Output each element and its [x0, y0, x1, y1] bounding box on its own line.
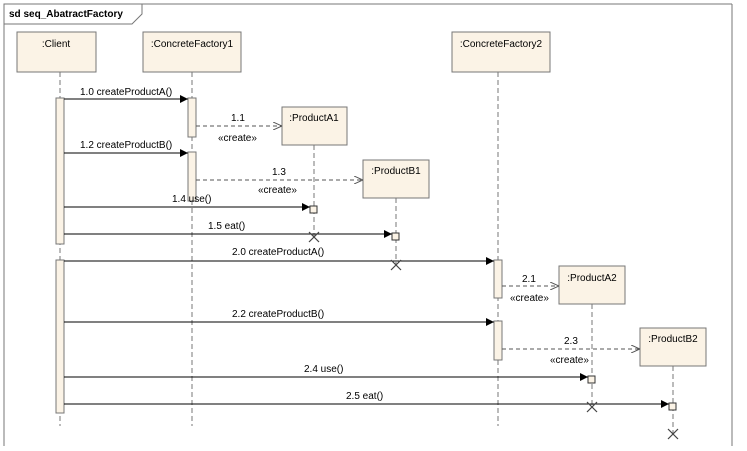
message-1-5[interactable]: 1.5 eat() [64, 221, 392, 238]
message-2-3[interactable]: 2.3 «create» [502, 336, 640, 366]
destroy-product-a2 [586, 401, 598, 413]
lifeline-factory1-label: :ConcreteFactory1 [151, 39, 234, 50]
lifeline-product-a1[interactable]: :ProductA1 [281, 106, 348, 146]
message-1-4[interactable]: 1.4 use() [64, 194, 310, 211]
message-2-1-stereotype: «create» [510, 293, 549, 304]
activation-factory2-1 [493, 259, 503, 299]
lifeline-product-a1-label: :ProductA1 [289, 113, 339, 124]
lifeline-product-b2[interactable]: :ProductB2 [639, 327, 707, 367]
message-2-3-label: 2.3 [564, 336, 578, 347]
activation-client-2 [55, 259, 65, 414]
message-1-1-stereotype: «create» [218, 133, 257, 144]
lifeline-product-b1-label: :ProductB1 [371, 166, 421, 177]
message-2-0[interactable]: 2.0 createProductA() [64, 247, 494, 265]
lifeline-client[interactable]: :Client [16, 31, 97, 73]
message-2-4[interactable]: 2.4 use() [64, 364, 588, 381]
message-2-1[interactable]: 2.1 «create» [502, 274, 559, 304]
message-2-5-label: 2.5 eat() [346, 391, 383, 402]
frame-title: sd seq_AbatractFactory [9, 9, 123, 20]
frame-title-tab [3, 3, 143, 25]
destroy-product-b2 [667, 428, 679, 440]
message-1-3[interactable]: 1.3 «create» [196, 167, 363, 196]
message-1-2-label: 1.2 createProductB() [80, 140, 172, 151]
message-1-4-label: 1.4 use() [172, 194, 211, 205]
lifeline-product-b2-label: :ProductB2 [648, 334, 698, 345]
activation-client-1 [55, 97, 65, 245]
message-1-1[interactable]: 1.1 «create» [196, 113, 282, 144]
message-1-0[interactable]: 1.0 createProductA() [64, 87, 188, 103]
message-2-3-stereotype: «create» [550, 355, 589, 366]
lifeline-factory2[interactable]: :ConcreteFactory2 [451, 31, 551, 73]
message-2-1-label: 2.1 [522, 274, 536, 285]
message-2-0-label: 2.0 createProductA() [232, 247, 324, 258]
diagram-frame: sd seq_AbatractFactory [3, 3, 733, 446]
message-1-3-label: 1.3 [272, 167, 286, 178]
activation-product-a1 [309, 205, 318, 214]
lifeline-product-a2[interactable]: :ProductA2 [558, 265, 626, 305]
lifeline-client-label: :Client [42, 39, 71, 50]
message-2-5[interactable]: 2.5 eat() [64, 391, 669, 408]
message-2-2[interactable]: 2.2 createProductB() [64, 309, 494, 326]
activation-product-b2 [668, 402, 677, 411]
activation-factory2-2 [493, 320, 503, 361]
activation-product-b1 [391, 232, 400, 241]
destroy-product-b1 [390, 259, 402, 271]
message-1-1-label: 1.1 [231, 113, 245, 124]
lifeline-factory2-label: :ConcreteFactory2 [460, 39, 543, 50]
lifeline-product-a2-label: :ProductA2 [567, 273, 617, 284]
message-1-3-stereotype: «create» [258, 185, 297, 196]
message-2-4-label: 2.4 use() [304, 364, 343, 375]
message-1-0-label: 1.0 createProductA() [80, 87, 172, 98]
message-1-5-label: 1.5 eat() [208, 221, 245, 232]
activation-factory1-1 [187, 97, 197, 138]
activation-factory1-2 [187, 151, 197, 202]
activation-product-a2 [587, 375, 596, 384]
lifeline-factory1[interactable]: :ConcreteFactory1 [142, 31, 242, 73]
message-1-2[interactable]: 1.2 createProductB() [64, 140, 188, 157]
message-2-2-label: 2.2 createProductB() [232, 309, 324, 320]
lifeline-product-b1[interactable]: :ProductB1 [362, 159, 430, 199]
destroy-product-a1 [308, 231, 320, 243]
